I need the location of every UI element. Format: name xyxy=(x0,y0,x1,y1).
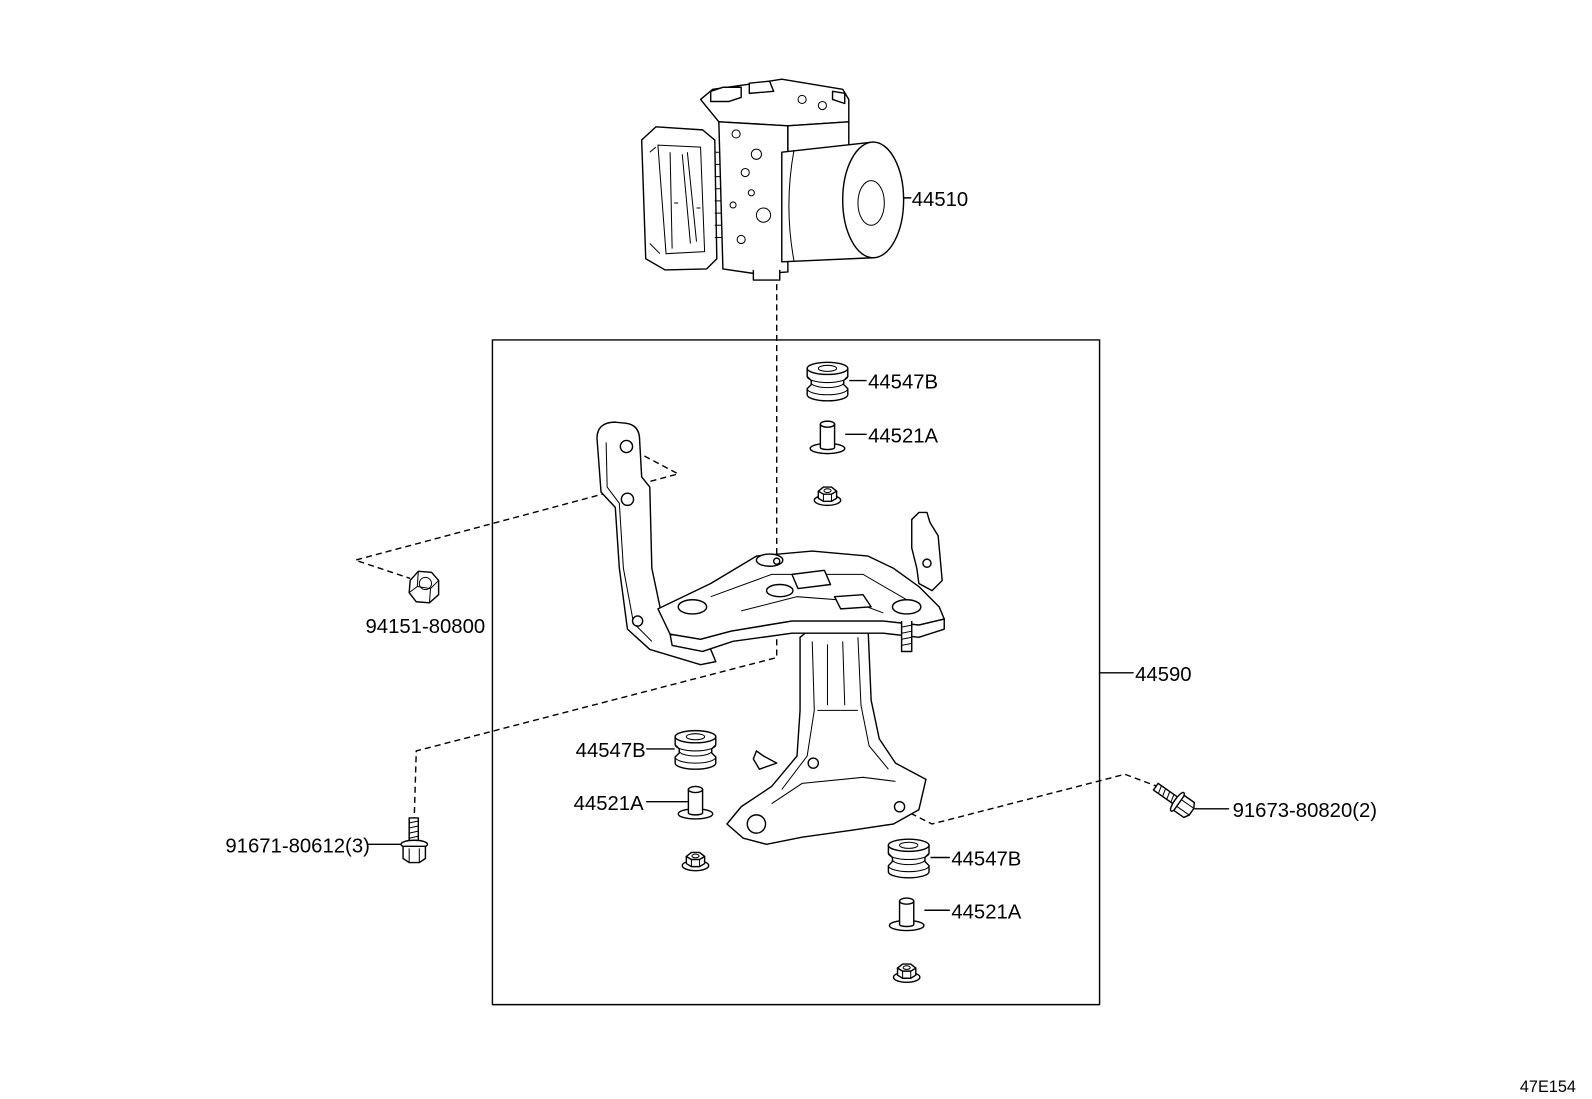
actuator-bottom-boss xyxy=(752,269,781,281)
bolt-left-head-edge xyxy=(408,848,420,863)
actuator-block-top xyxy=(699,78,850,127)
bracket-plate-cutout xyxy=(833,593,872,610)
grommet-left xyxy=(674,729,717,770)
bracket-lower-support xyxy=(726,628,927,846)
callout-collar-lower: 44521A xyxy=(951,901,1021,923)
grommet-lower xyxy=(887,838,930,879)
callout-bolt-right: 91673-80820(2) xyxy=(1233,800,1377,822)
callout-grommet-left: 44547B xyxy=(576,740,646,762)
bracket-right-tab xyxy=(911,511,943,592)
actuator-top-port xyxy=(797,94,807,105)
bracket-plate-hole xyxy=(772,557,781,565)
actuator-port xyxy=(736,234,746,245)
actuator-port xyxy=(755,207,772,223)
hex-nut-bore xyxy=(418,576,433,591)
callout-grommet-lower: 44547B xyxy=(951,849,1021,871)
hex-nut xyxy=(408,570,440,604)
dashed-line-right-bolt xyxy=(901,773,1158,825)
actuator-port xyxy=(729,201,737,209)
callout-collar-upper: 44521A xyxy=(868,425,938,447)
actuator-motor-end-cap xyxy=(841,141,905,259)
bracket-hole xyxy=(631,615,644,627)
dashed-line-actuator-to-bolt xyxy=(413,284,778,818)
bolt-right xyxy=(1152,782,1195,819)
bracket-hole xyxy=(619,439,634,454)
actuator-port xyxy=(731,129,741,139)
bracket-left-arm xyxy=(596,421,717,666)
bracket xyxy=(596,421,945,846)
bracket-small-tab xyxy=(752,750,778,770)
bracket-plate-edge xyxy=(669,618,945,653)
bolt-right-thread xyxy=(1157,785,1175,803)
bolt-left-thread xyxy=(409,820,419,839)
actuator-port xyxy=(747,189,755,197)
grommet-upper xyxy=(806,361,849,402)
nut-upper xyxy=(813,486,842,507)
bracket-tab-hole xyxy=(922,558,932,568)
bracket-foot-hole xyxy=(893,800,906,813)
actuator-motor-flange xyxy=(788,150,795,261)
callout-collar-left: 44521A xyxy=(574,793,644,815)
dashed-line-nut xyxy=(352,445,681,580)
bracket-stud-thread xyxy=(901,624,912,646)
collar-left xyxy=(677,785,714,820)
actuator-block-front xyxy=(718,121,789,275)
callout-bolt-left: 91671-80612(3) xyxy=(225,835,369,857)
illustration-code: 47E154 xyxy=(1520,1078,1576,1096)
actuator-motor-center xyxy=(857,180,885,226)
actuator-connector-ribs xyxy=(714,151,723,238)
bracket-grommet-boss xyxy=(891,599,922,615)
nut-lower xyxy=(892,963,921,984)
callout-bracket-assembly: 44590 xyxy=(1135,664,1191,686)
actuator-connector-housing xyxy=(640,126,718,271)
actuator-port xyxy=(750,148,762,160)
bracket-plate-cutout xyxy=(791,569,832,590)
bolt-left-head xyxy=(402,845,427,864)
hex-nut-edges xyxy=(408,571,439,603)
bracket-hole xyxy=(620,492,635,507)
bracket-lower-support-ribs xyxy=(771,637,896,805)
actuator-top-port xyxy=(817,100,827,111)
actuator-port xyxy=(740,167,750,178)
collar-upper xyxy=(809,420,846,455)
actuator-block-bumps xyxy=(710,80,846,105)
nut-left xyxy=(681,851,710,872)
bracket-grommet-boss xyxy=(765,583,794,598)
abs-actuator xyxy=(640,78,905,281)
bolt-left xyxy=(400,817,429,864)
callout-grommet-upper: 44547B xyxy=(868,372,938,394)
callout-actuator: 44510 xyxy=(912,189,968,211)
actuator-connector-details xyxy=(649,146,701,255)
actuator-connector-inner xyxy=(657,144,706,255)
bracket-foot-hole xyxy=(746,814,767,834)
bolt-right-head-edge xyxy=(1176,799,1195,816)
collar-lower xyxy=(888,897,925,932)
bracket-foot-hole xyxy=(807,757,820,769)
callout-nut: 94151-80800 xyxy=(366,616,486,638)
bracket-grommet-boss xyxy=(677,599,708,615)
